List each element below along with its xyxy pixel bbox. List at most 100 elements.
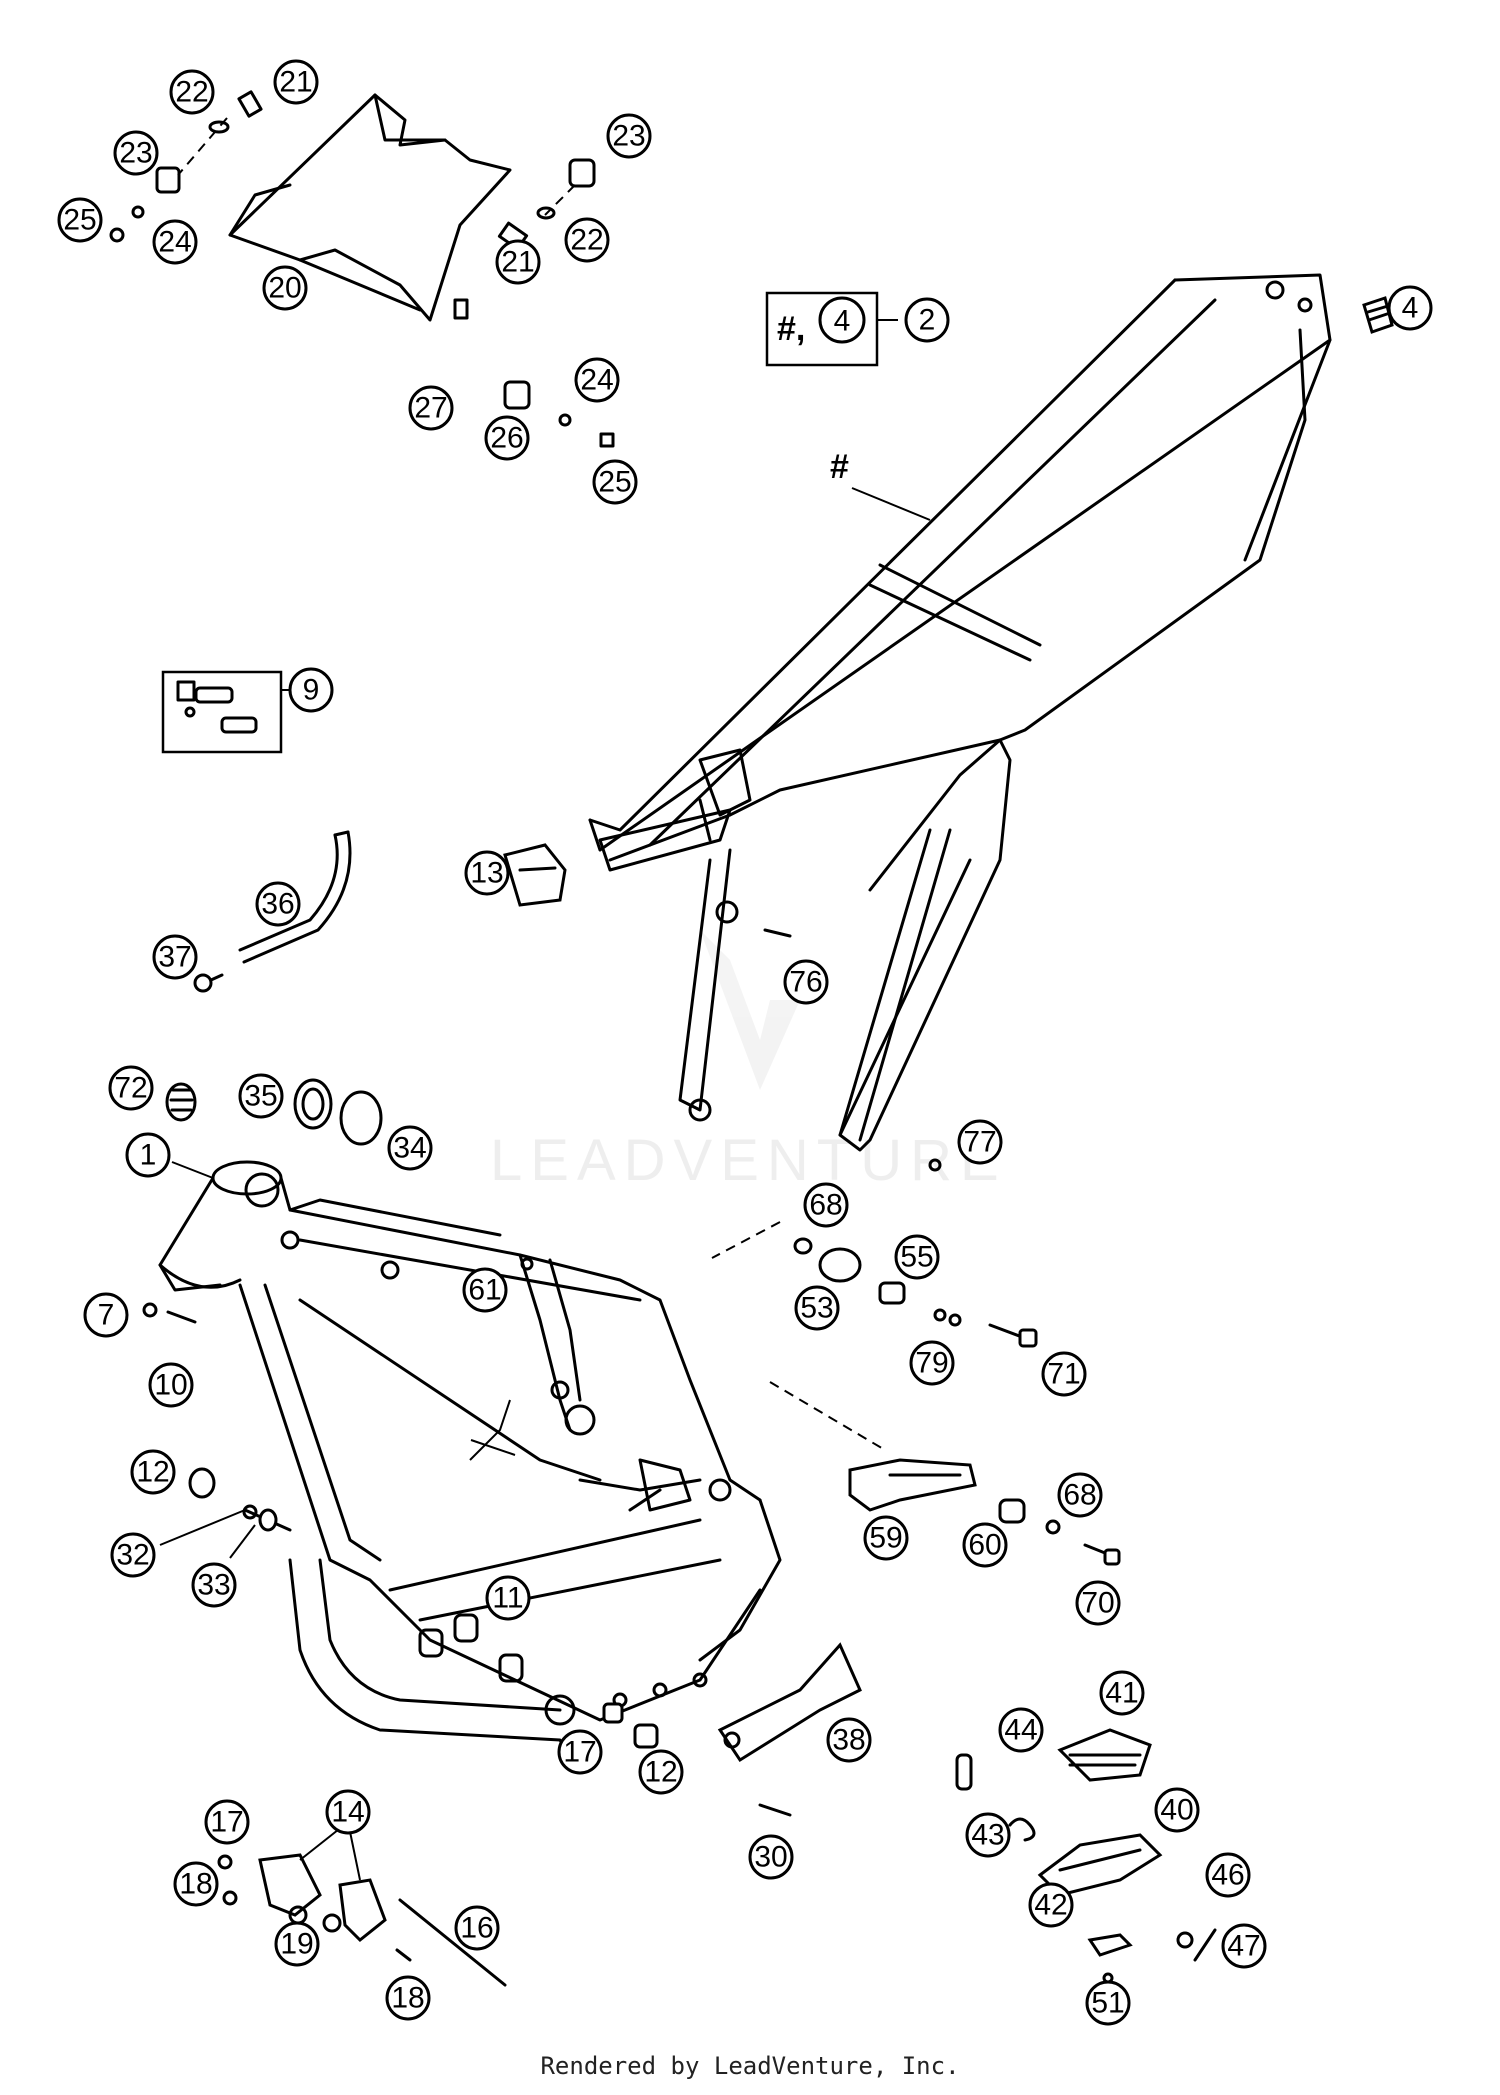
skid-plate-hardware-right xyxy=(453,158,615,448)
svg-text:60: 60 xyxy=(968,1529,1001,1562)
callout-59: 59 xyxy=(863,1515,909,1561)
svg-text:11: 11 xyxy=(492,1582,523,1615)
svg-text:7: 7 xyxy=(98,1299,115,1332)
svg-text:18: 18 xyxy=(179,1868,212,1901)
svg-text:59: 59 xyxy=(869,1522,902,1555)
callout-1: 1 xyxy=(125,1132,171,1178)
svg-text:17: 17 xyxy=(563,1736,596,1769)
callout-76: 76 xyxy=(783,959,829,1005)
callout-11: 11 xyxy=(485,1575,531,1621)
svg-text:35: 35 xyxy=(244,1080,277,1113)
stand-bracket-part xyxy=(217,1853,507,1987)
ring-part xyxy=(293,1078,333,1130)
svg-text:27: 27 xyxy=(414,392,447,425)
skid-plate-part xyxy=(228,93,512,322)
callout-27: 27 xyxy=(408,385,454,431)
callout-51: 51 xyxy=(1085,1980,1131,2026)
callout-17b: 17 xyxy=(557,1729,603,1775)
callout-70: 70 xyxy=(1075,1580,1121,1626)
callout-42: 42 xyxy=(1028,1882,1074,1928)
svg-text:17: 17 xyxy=(210,1806,243,1839)
callout-22b: 22 xyxy=(564,217,610,263)
svg-text:37: 37 xyxy=(158,941,191,974)
callout-36: 36 xyxy=(255,881,301,927)
svg-text:LEADVENTURE: LEADVENTURE xyxy=(490,1128,1007,1193)
svg-text:34: 34 xyxy=(393,1132,426,1165)
frame-left-hardware xyxy=(142,1302,292,1532)
callout-2: 2 xyxy=(904,297,950,343)
svg-text:30: 30 xyxy=(754,1841,787,1874)
callout-18b: 18 xyxy=(385,1975,431,2021)
callout-25b: 25 xyxy=(592,459,638,505)
callout-43: 43 xyxy=(965,1812,1011,1858)
main-frame-part xyxy=(158,1160,782,1762)
callout-71: 71 xyxy=(1041,1351,1087,1397)
svg-text:68: 68 xyxy=(1063,1479,1096,1512)
svg-text:47: 47 xyxy=(1227,1930,1260,1963)
callout-21b: 21 xyxy=(495,239,541,285)
callout-14: 14 xyxy=(325,1789,371,1835)
footer-credit: Rendered by LeadVenture, Inc. xyxy=(540,2052,960,2080)
callout-17a: 17 xyxy=(204,1799,250,1845)
hose-part xyxy=(238,830,352,964)
callout-22a: 22 xyxy=(169,69,215,115)
callout-60: 60 xyxy=(962,1522,1008,1568)
svg-text:18: 18 xyxy=(391,1982,424,2015)
callout-34: 34 xyxy=(387,1125,433,1171)
svg-text:20: 20 xyxy=(268,272,301,305)
svg-text:21: 21 xyxy=(501,246,534,279)
svg-text:46: 46 xyxy=(1211,1859,1244,1892)
parts-diagram: LEADVENTURE xyxy=(57,59,1433,2026)
callout-12a: 12 xyxy=(130,1449,176,1495)
svg-text:32: 32 xyxy=(116,1539,149,1572)
svg-text:13: 13 xyxy=(470,857,503,890)
callout-41: 41 xyxy=(1099,1670,1145,1716)
svg-text:22: 22 xyxy=(570,224,603,257)
engine-mount-parts xyxy=(793,1237,1038,1348)
callout-24a: 24 xyxy=(152,219,198,265)
callout-9: 9 xyxy=(288,667,334,713)
lock-set-part xyxy=(161,670,293,754)
callout-33: 33 xyxy=(191,1562,237,1608)
svg-text:4: 4 xyxy=(1402,292,1419,325)
svg-text:10: 10 xyxy=(154,1369,187,1402)
svg-text:40: 40 xyxy=(1160,1794,1193,1827)
callout-12b: 12 xyxy=(638,1749,684,1795)
svg-text:68: 68 xyxy=(809,1189,842,1222)
callout-25a: 25 xyxy=(57,197,103,243)
callout-55: 55 xyxy=(894,1234,940,1280)
kit-item: 4 xyxy=(834,305,851,338)
svg-text:26: 26 xyxy=(490,422,523,455)
cap-part xyxy=(339,1090,383,1146)
svg-text:1: 1 xyxy=(140,1139,157,1172)
watermark: LEADVENTURE xyxy=(490,930,1007,1193)
vent-nipple-part xyxy=(193,973,224,993)
svg-text:12: 12 xyxy=(644,1756,677,1789)
svg-text:51: 51 xyxy=(1091,1987,1124,2020)
callout-61: 61 xyxy=(462,1267,508,1313)
svg-text:41: 41 xyxy=(1105,1677,1138,1710)
callout-23b: 23 xyxy=(606,113,652,159)
footpeg-assembly-part xyxy=(955,1728,1217,1984)
callout-53: 53 xyxy=(794,1285,840,1331)
svg-text:25: 25 xyxy=(598,466,631,499)
svg-text:79: 79 xyxy=(915,1347,948,1380)
svg-text:23: 23 xyxy=(612,120,645,153)
callout-16: 16 xyxy=(454,1905,500,1951)
callout-18a: 18 xyxy=(173,1861,219,1907)
svg-text:21: 21 xyxy=(279,66,312,99)
callout-40: 40 xyxy=(1154,1787,1200,1833)
callout-38: 38 xyxy=(826,1717,872,1763)
svg-text:33: 33 xyxy=(197,1569,230,1602)
callout-32: 32 xyxy=(110,1532,156,1578)
chain-slider-part xyxy=(848,1458,1121,1566)
callout-35: 35 xyxy=(238,1073,284,1119)
kit-prefix: #, xyxy=(777,310,805,348)
svg-text:44: 44 xyxy=(1004,1714,1037,1747)
callout-30: 30 xyxy=(748,1834,794,1880)
guard-part xyxy=(717,1642,862,1817)
kit-box: #, 4 xyxy=(765,291,898,367)
callout-68b: 68 xyxy=(1057,1472,1103,1518)
svg-text:70: 70 xyxy=(1081,1587,1114,1620)
callout-23a: 23 xyxy=(113,130,159,176)
